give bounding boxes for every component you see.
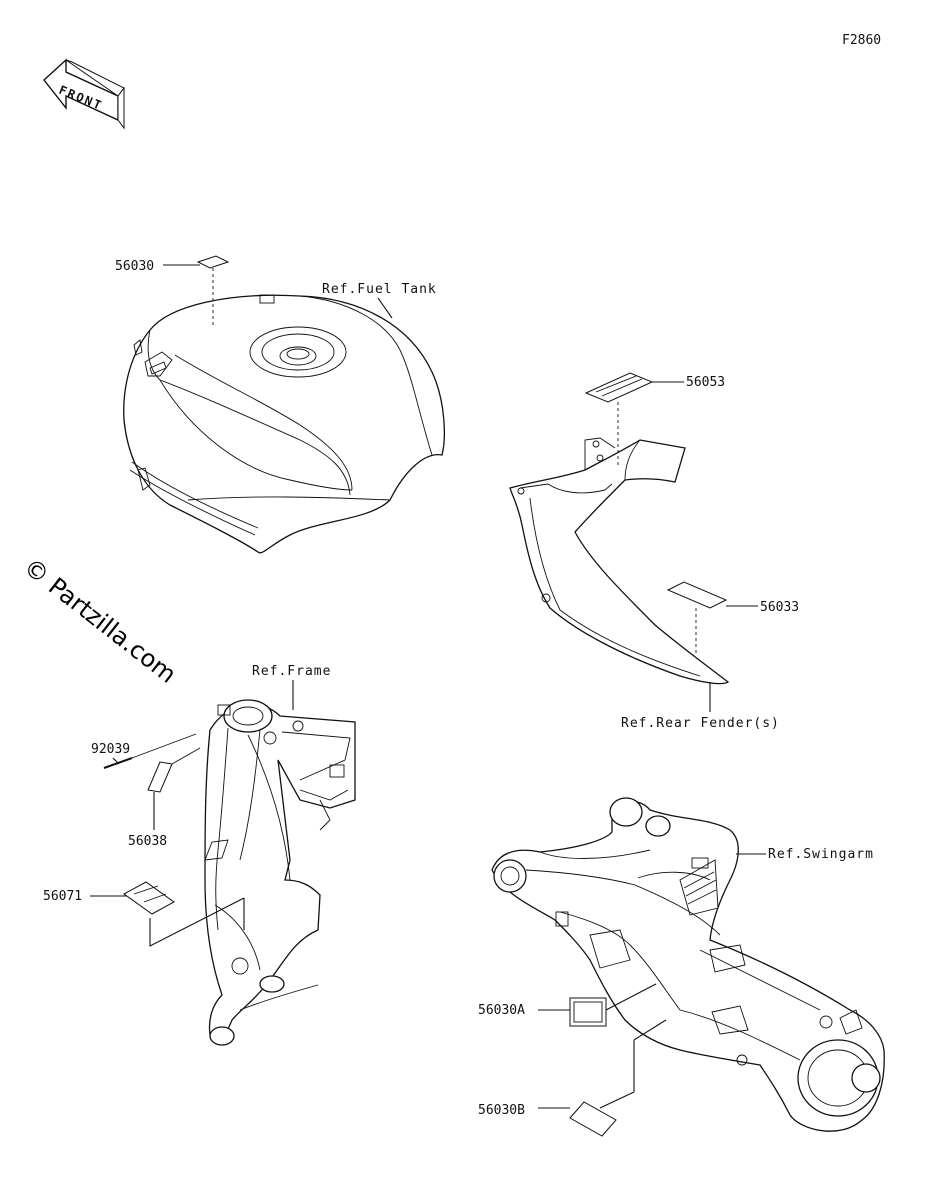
sticker-56038 — [147, 761, 173, 793]
ref-rear-fender-label: Ref.Rear Fender(s) — [621, 716, 780, 731]
frame — [204, 699, 356, 1046]
part-label-56033[interactable]: 56033 — [760, 600, 799, 615]
sticker-56053 — [584, 372, 654, 403]
part-label-56071[interactable]: 56071 — [43, 889, 82, 904]
rear-fender — [509, 437, 730, 685]
sticker-56030A — [569, 997, 607, 1027]
sticker-56033 — [666, 581, 728, 609]
swingarm — [491, 797, 885, 1132]
part-label-56030B[interactable]: 56030B — [478, 1103, 525, 1118]
part-label-92039[interactable]: 92039 — [91, 742, 130, 757]
part-label-56053[interactable]: 56053 — [686, 375, 725, 390]
sticker-56030 — [196, 255, 230, 269]
watermark: © Partzilla.com — [18, 553, 181, 689]
sticker-56030B — [569, 1101, 617, 1137]
figure-code: F2860 — [842, 33, 881, 48]
front-arrow-icon: FRONT — [43, 58, 125, 130]
sticker-56071 — [123, 881, 175, 915]
ref-fuel-tank-label: Ref.Fuel Tank — [322, 282, 437, 297]
part-label-56030[interactable]: 56030 — [115, 259, 154, 274]
part-label-56038[interactable]: 56038 — [128, 834, 167, 849]
fuel-tank — [123, 294, 445, 554]
ref-frame-label: Ref.Frame — [252, 664, 331, 679]
ref-swingarm-label: Ref.Swingarm — [768, 847, 874, 862]
part-label-56030A[interactable]: 56030A — [478, 1003, 525, 1018]
